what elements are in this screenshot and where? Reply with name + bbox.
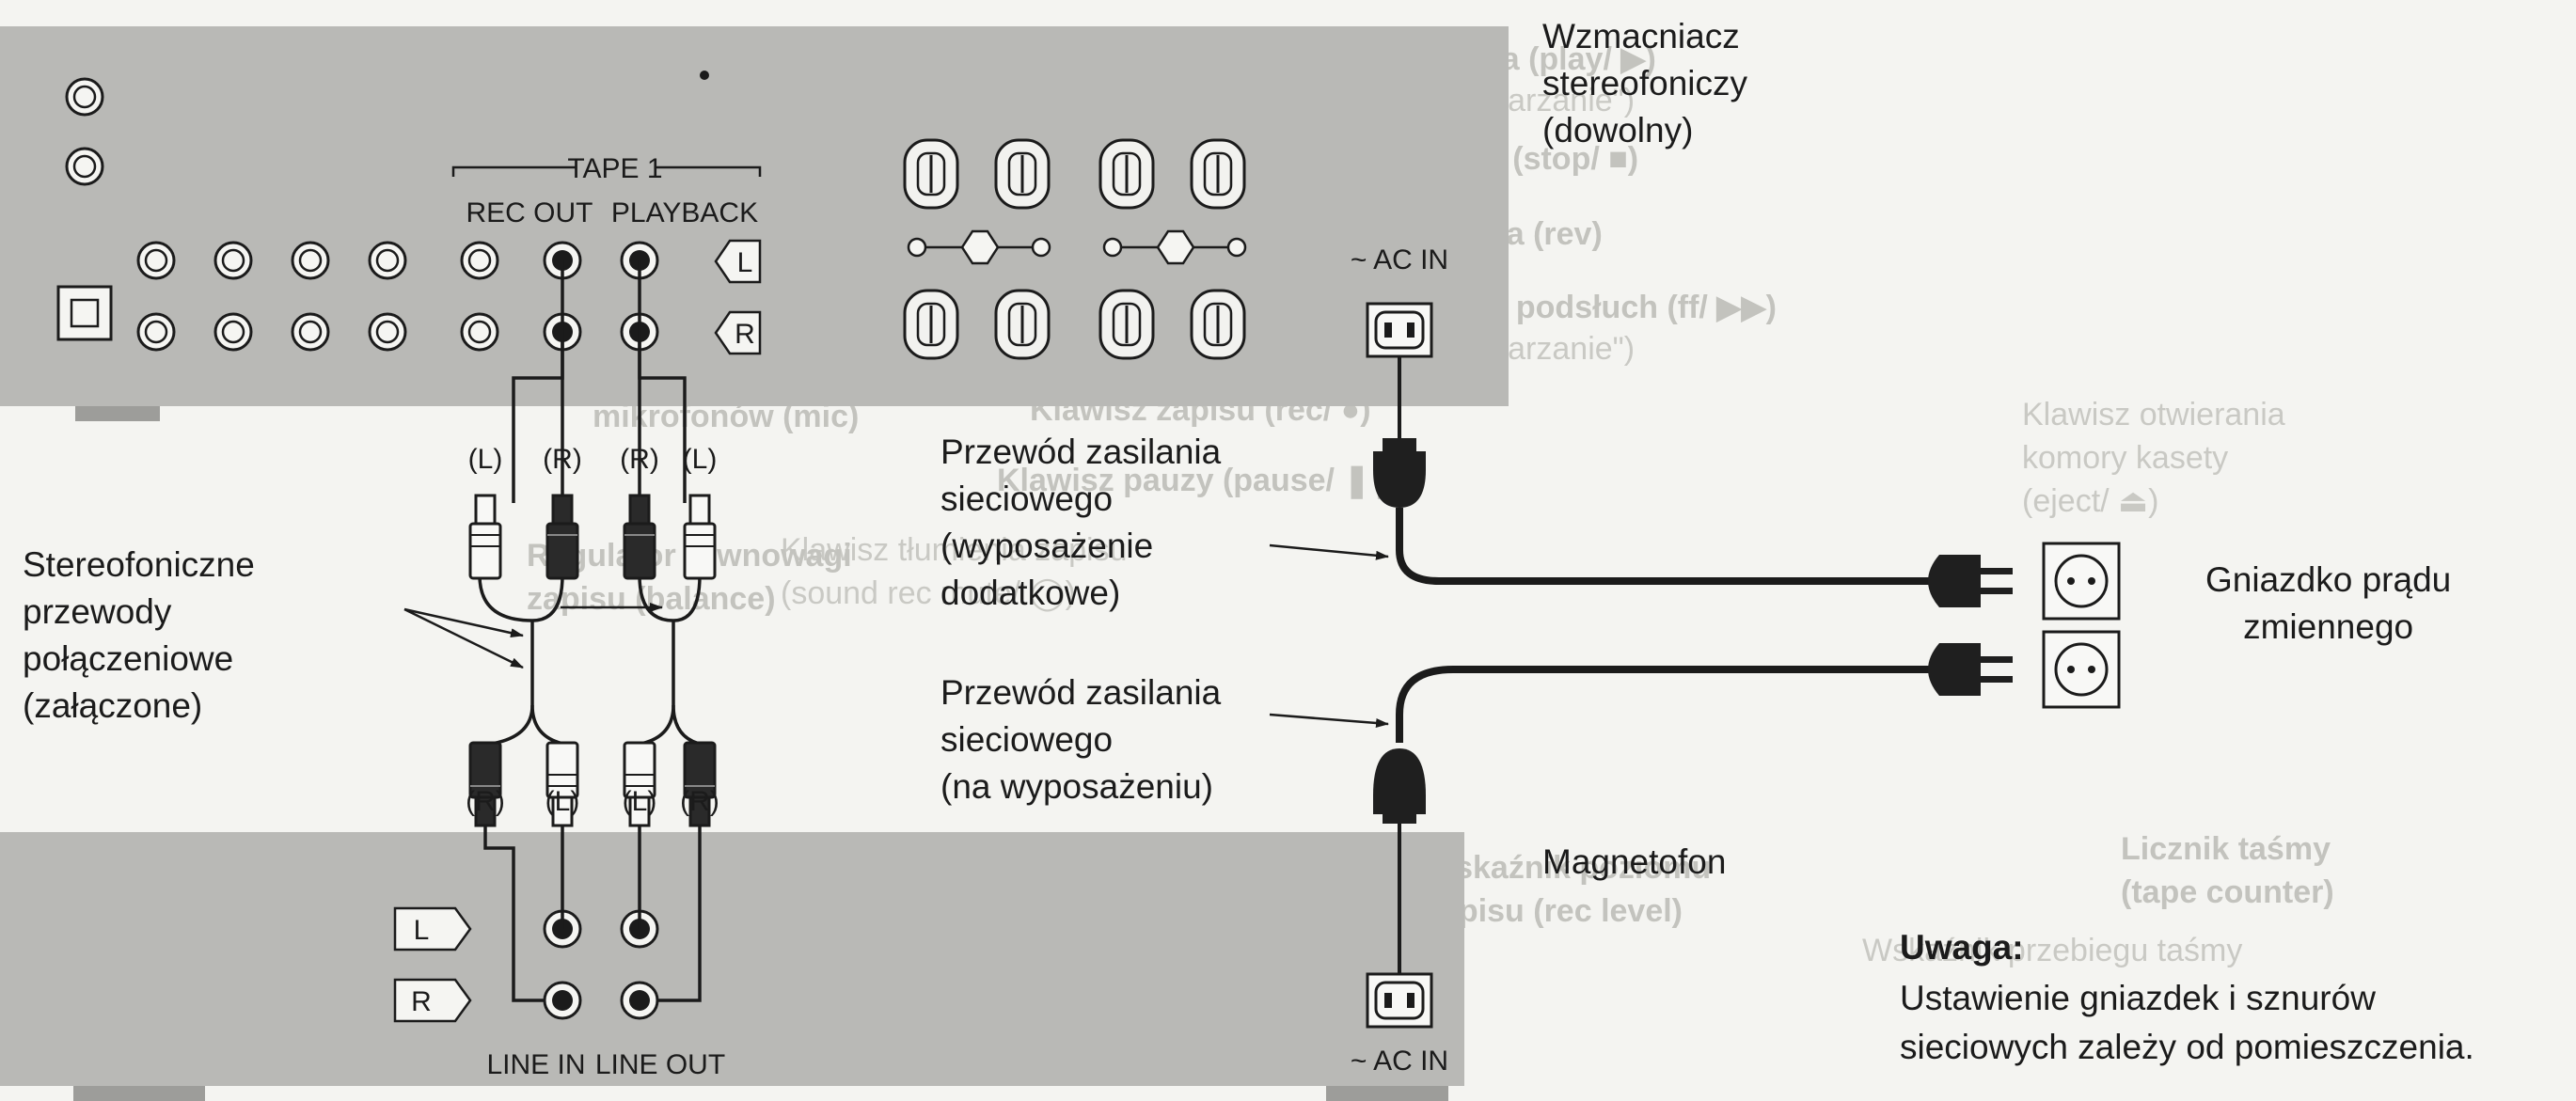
power-cord-optional-label: Przewód zasilania sieciowego (wyposażeni… bbox=[940, 433, 1222, 612]
wall-outlet-lower bbox=[2042, 630, 2121, 709]
wall-outlet-upper bbox=[2042, 542, 2121, 621]
svg-text:(L): (L) bbox=[683, 444, 718, 475]
amplifier-right-tag bbox=[714, 310, 762, 355]
line-out-label: LINE OUT bbox=[595, 1049, 725, 1080]
svg-text:R: R bbox=[411, 986, 432, 1017]
bleed-text: Klawisz tłumienia zapisu (sound rec mute… bbox=[781, 532, 1128, 611]
note-text: Ustawienie gniazdek i sznurów sieciowych… bbox=[1900, 979, 2474, 1066]
svg-text:(R): (R) bbox=[543, 444, 582, 475]
tape-deck-rear-panel bbox=[0, 832, 1464, 1086]
line-in-label: LINE IN bbox=[486, 1049, 585, 1080]
amplifier-jack bbox=[65, 147, 104, 186]
deck-ac-in-label: ~ AC IN bbox=[1351, 1046, 1448, 1077]
rca-cables-lower bbox=[483, 826, 702, 1002]
stereo-cables-label: Stereofoniczne przewody połączeniowe (za… bbox=[23, 545, 255, 725]
rec-out-label: REC OUT bbox=[466, 197, 593, 228]
svg-text:(R): (R) bbox=[466, 786, 505, 817]
amplifier-coax-socket bbox=[56, 285, 113, 341]
cord-optional-pointer bbox=[1269, 543, 1389, 560]
stereo-cable-pointers bbox=[403, 603, 663, 669]
cord-included-pointer bbox=[1269, 713, 1389, 728]
rca-cables-upper bbox=[478, 260, 704, 747]
bleed-text: Klawisz otwierania komory kasety (eject/… bbox=[2022, 397, 2285, 519]
amplifier-left-tag bbox=[714, 239, 762, 284]
svg-text:R: R bbox=[735, 319, 755, 350]
rca-plug-pair-rec-out bbox=[468, 494, 579, 580]
tape1-label: TAPE 1 bbox=[567, 153, 662, 184]
note-title: Uwaga: bbox=[1900, 928, 2024, 967]
upper-cable-lr-labels: (L) (R) (R) (L) bbox=[468, 444, 718, 475]
svg-text:(R): (R) bbox=[680, 786, 719, 817]
amplifier-ac-in-socket bbox=[1366, 302, 1433, 358]
tape-deck-foot bbox=[1326, 1086, 1448, 1101]
svg-text:L: L bbox=[737, 247, 753, 278]
svg-text:L: L bbox=[414, 915, 430, 946]
playback-label: PLAYBACK bbox=[611, 197, 758, 228]
lower-cable-lr-labels: (R) (L) (L) (R) bbox=[466, 786, 719, 817]
deck-ac-in-socket bbox=[1366, 972, 1433, 1029]
power-cord-included bbox=[1373, 643, 2013, 974]
amplifier-ac-in-label: ~ AC IN bbox=[1351, 244, 1448, 275]
rca-plug-pair-playback bbox=[623, 494, 717, 580]
deck-left-tag bbox=[393, 906, 472, 952]
svg-text:(R): (R) bbox=[620, 444, 659, 475]
svg-text:(L): (L) bbox=[468, 444, 503, 475]
amplifier-jack bbox=[65, 77, 104, 117]
amplifier-foot bbox=[75, 406, 160, 421]
bleed-text: Wskaźnik przebiegu taśmy bbox=[1862, 933, 2243, 968]
tape-deck-label: Magnetofon bbox=[1542, 842, 1727, 881]
wall-outlet-label: Gniazdko prądu zmiennego bbox=[2205, 560, 2452, 646]
amplifier-screw bbox=[700, 71, 709, 80]
power-cord-optional bbox=[1373, 356, 2013, 607]
amplifier-label: Wzmacniacz stereofoniczy (dowolny) bbox=[1542, 17, 1747, 149]
speaker-terminals bbox=[903, 138, 1247, 360]
svg-text:(L): (L) bbox=[623, 786, 657, 817]
tape-deck-foot bbox=[73, 1086, 205, 1101]
bleed-text: Licznik taśmy (tape counter) bbox=[2121, 831, 2334, 910]
power-cord-included-label: Przewód zasilania sieciowego (na wyposaż… bbox=[940, 673, 1222, 806]
svg-text:(L): (L) bbox=[545, 786, 580, 817]
deck-right-tag bbox=[393, 978, 472, 1023]
